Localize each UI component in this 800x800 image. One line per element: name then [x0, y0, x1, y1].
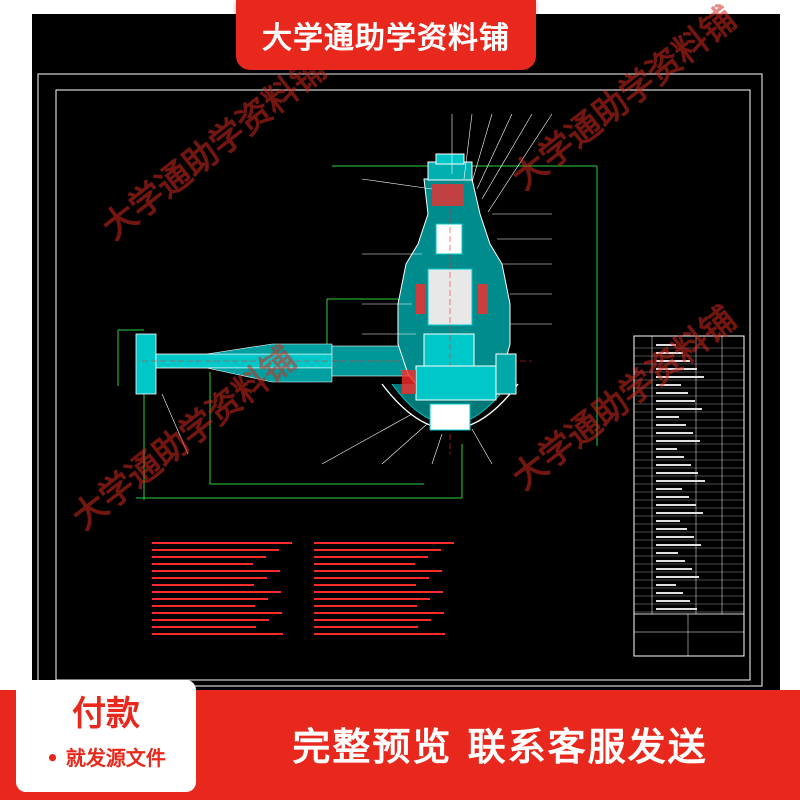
gearbox-housing: [397, 153, 511, 454]
parts-row-text-placeholder: [656, 416, 679, 418]
requirement-text-line: [152, 626, 256, 628]
requirement-text-line: [314, 549, 441, 551]
parts-row-text-placeholder: [656, 496, 689, 498]
requirement-text-line: [152, 584, 254, 586]
parts-row-text-placeholder: [656, 344, 676, 346]
parts-row-text-placeholder: [656, 440, 700, 442]
parts-row-text-placeholder: [656, 528, 687, 530]
requirement-text-line: [314, 598, 430, 600]
parts-row-text-placeholder: [656, 480, 705, 482]
outer-border: [37, 73, 763, 687]
parts-row-text-placeholder: [656, 432, 693, 434]
parts-row-text-placeholder: [656, 536, 694, 538]
requirement-text-line: [152, 612, 282, 614]
requirement-text-line: [314, 605, 417, 607]
requirement-text-line: [152, 591, 281, 593]
parts-row-text-placeholder: [656, 512, 703, 514]
requirement-text-line: [314, 563, 415, 565]
parts-row-text-placeholder: [656, 392, 688, 394]
requirement-text-line: [152, 570, 280, 572]
parts-row-text-placeholder: [656, 488, 682, 490]
parts-row-text-placeholder: [656, 600, 690, 602]
requirement-text-line: [314, 577, 429, 579]
parts-row-text-placeholder: [656, 472, 698, 474]
parts-row-text-placeholder: [656, 424, 686, 426]
requirement-text-line: [314, 542, 454, 544]
cad-drawing-sheet: [32, 14, 780, 690]
differential-case: [381, 353, 519, 431]
parts-row-text-placeholder: [656, 360, 690, 362]
preview-contact-text: 完整预览 联系客服发送: [292, 725, 708, 769]
requirement-text-line: [152, 556, 266, 558]
parts-list-rows: [634, 344, 744, 613]
parts-row-text-placeholder: [656, 368, 697, 370]
parts-row-text-placeholder: [656, 520, 680, 522]
shop-banner: 大学通助学资料铺: [236, 0, 536, 70]
parts-row-text-placeholder: [656, 592, 683, 594]
parts-row-text-placeholder: [656, 400, 695, 402]
requirement-text-line: [314, 591, 443, 593]
cad-drawing-canvas: [37, 73, 763, 687]
payment-badge: 付款 • 就发源文件: [16, 680, 196, 792]
requirement-text-line: [314, 612, 444, 614]
parts-row-text-placeholder: [656, 608, 697, 610]
leader-lines: [161, 113, 553, 465]
payment-title: 付款: [72, 694, 140, 734]
requirement-text-line: [314, 556, 428, 558]
parts-row-text-placeholder: [656, 576, 699, 578]
shop-name: 大学通助学资料铺: [262, 21, 510, 56]
requirement-text-line: [314, 584, 416, 586]
requirement-text-line: [152, 619, 269, 621]
requirement-text-line: [314, 619, 431, 621]
parts-row-text-placeholder: [656, 408, 702, 410]
parts-row-text-placeholder: [656, 448, 677, 450]
parts-row-text-placeholder: [656, 464, 691, 466]
requirement-text-line: [314, 570, 442, 572]
parts-row-text-placeholder: [656, 384, 681, 386]
requirement-text-line: [314, 626, 418, 628]
drive-shaft: [135, 333, 532, 395]
parts-row-text-placeholder: [656, 456, 684, 458]
parts-row-text-placeholder: [656, 584, 676, 586]
requirement-text-line: [152, 577, 267, 579]
requirement-text-line: [152, 605, 255, 607]
inner-border: [55, 89, 751, 681]
technical-requirements-block: [152, 542, 454, 635]
requirement-text-line: [152, 542, 292, 544]
requirement-text-line: [152, 549, 279, 551]
parts-list-table: [633, 335, 745, 657]
payment-subtitle: • 就发源文件: [46, 746, 166, 770]
requirement-text-line: [152, 598, 268, 600]
parts-row-text-placeholder: [656, 544, 701, 546]
parts-row-text-placeholder: [656, 352, 683, 354]
requirement-text-line: [152, 563, 253, 565]
parts-row-text-placeholder: [656, 504, 696, 506]
parts-row-text-placeholder: [656, 376, 704, 378]
requirement-text-line: [314, 633, 445, 635]
parts-row-text-placeholder: [656, 560, 685, 562]
requirement-text-line: [152, 633, 283, 635]
parts-row-text-placeholder: [656, 568, 692, 570]
parts-row-text-placeholder: [656, 552, 678, 554]
